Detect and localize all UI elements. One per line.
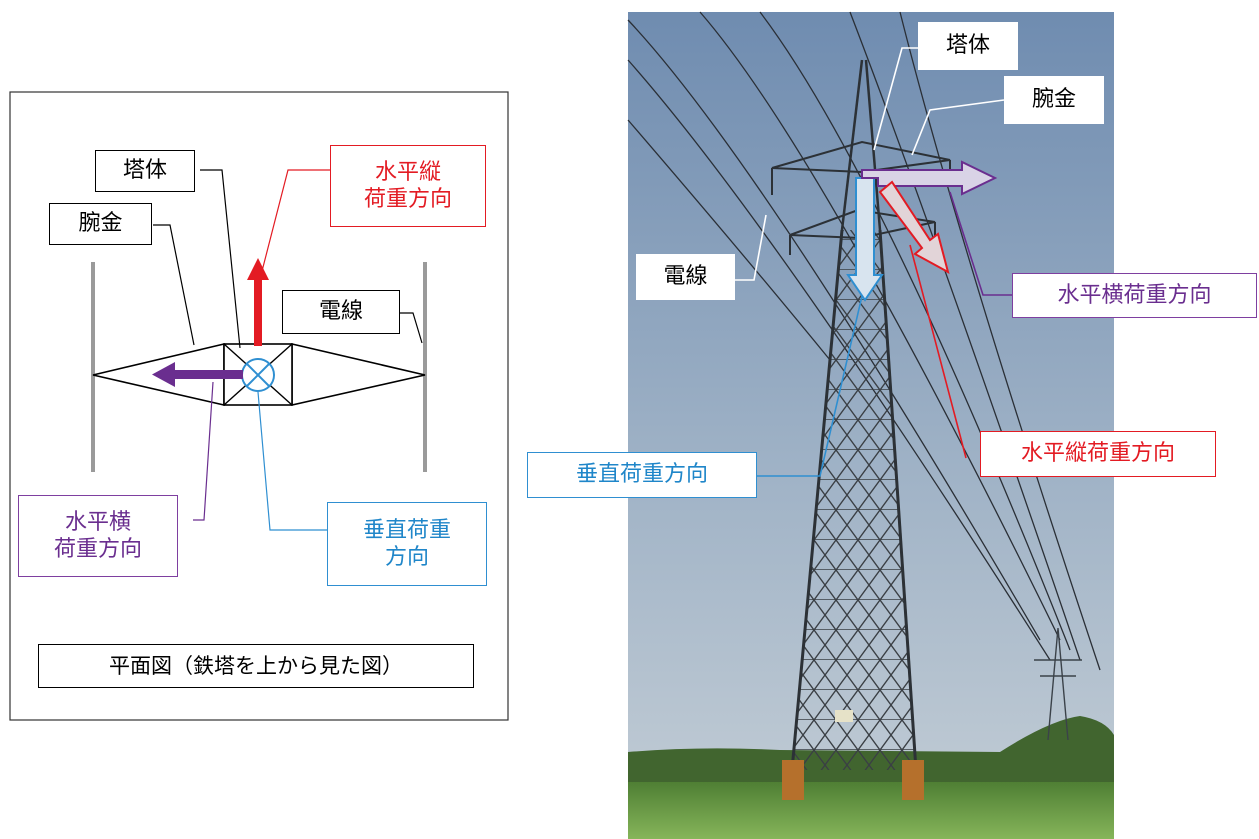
transverse-arrow-head bbox=[152, 362, 175, 387]
plan-crossarm-label: 腕金 bbox=[49, 203, 152, 245]
leader-vertical bbox=[257, 391, 327, 531]
photo-longitudinal-arrow bbox=[878, 180, 950, 274]
photo-leader-vertical bbox=[757, 295, 863, 477]
photo-vertical-arrow bbox=[846, 177, 884, 302]
photo-wire-label: 電線 bbox=[636, 254, 735, 300]
longitudinal-arrow-head bbox=[247, 258, 269, 280]
photo-view bbox=[627, 11, 1114, 839]
photo-leader-transverse bbox=[949, 191, 1012, 296]
photo-tower-lattice bbox=[792, 230, 916, 770]
photo-transverse-label: 水平横荷重方向 bbox=[1012, 273, 1257, 318]
leader-tower-body bbox=[200, 169, 241, 349]
photo-vertical-label: 垂直荷重方向 bbox=[527, 452, 757, 498]
photo-wires bbox=[627, 11, 1101, 671]
photo-tower-body-label: 塔体 bbox=[918, 22, 1018, 70]
longitudinal-arrow-shaft bbox=[254, 278, 262, 346]
plan-transverse-label: 水平横 荷重方向 bbox=[18, 495, 178, 577]
leader-transverse bbox=[193, 381, 214, 521]
leader-crossarm bbox=[153, 224, 195, 346]
leader-longitudinal bbox=[260, 169, 330, 276]
plan-wire-label: 電線 bbox=[282, 290, 400, 334]
photo-crossarm-label: 腕金 bbox=[1004, 76, 1104, 124]
photo-leader-wire bbox=[735, 214, 767, 281]
plan-longitudinal-label: 水平縦 荷重方向 bbox=[330, 145, 486, 227]
photo-leader-crossarm bbox=[911, 99, 1005, 156]
photo-distant-tower bbox=[1034, 627, 1082, 741]
photo-leader-tower-body bbox=[873, 47, 918, 151]
photo-longitudinal-label: 水平縦荷重方向 bbox=[980, 431, 1216, 477]
plan-caption: 平面図（鉄塔を上から見た図） bbox=[38, 644, 474, 688]
photo-field bbox=[628, 782, 1114, 839]
transverse-arrow-shaft bbox=[172, 370, 243, 379]
photo-leader-longitudinal bbox=[909, 244, 967, 459]
plan-tower-body-label: 塔体 bbox=[95, 150, 195, 192]
plan-vertical-label: 垂直荷重 方向 bbox=[327, 502, 487, 586]
leader-wire bbox=[400, 312, 423, 344]
